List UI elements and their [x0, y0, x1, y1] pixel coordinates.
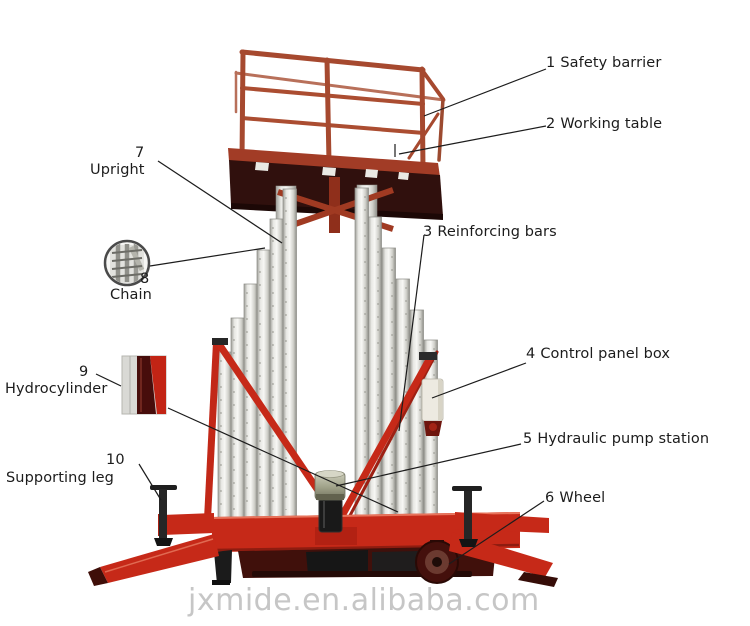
supporting-leg-right: [449, 486, 558, 587]
callout-chain: Chain: [110, 287, 152, 303]
leader-line-9a: [95, 373, 122, 387]
callout-chain-num: 8: [140, 271, 150, 287]
leader-line-2: [398, 125, 547, 155]
control-panel-box: [421, 378, 444, 436]
upright-left: [217, 188, 297, 519]
left-stabilizer-post: [204, 342, 220, 519]
leader-line-3: [398, 234, 425, 432]
leader-line-1: [423, 68, 547, 117]
chain-detail-inset: [103, 239, 151, 287]
supporting-leg-left: [88, 485, 219, 586]
leader-line-6: [448, 500, 545, 565]
leader-lines: [95, 68, 547, 565]
safety-barrier: [234, 49, 446, 173]
callout-supporting-leg: Supporting leg: [6, 470, 114, 486]
watermark: jxmide.en.alibaba.com: [188, 583, 540, 618]
callout-upright-num: 7: [135, 145, 145, 161]
leader-line-4: [431, 362, 527, 399]
reflective-stickers: [255, 162, 409, 180]
callout-upright: Upright: [90, 162, 145, 178]
leader-line-5: [335, 443, 522, 487]
callout-hydrocylinder-num: 9: [79, 364, 89, 380]
left-caster-bracket: [214, 550, 232, 584]
leader-line-8: [149, 247, 266, 267]
jack-screw-right: [452, 486, 482, 547]
callout-supporting-leg-num: 10: [106, 452, 125, 468]
callout-hydrocylinder: Hydrocylinder: [5, 381, 108, 397]
hydraulic-pump-station: [314, 470, 346, 533]
leader-line-7: [157, 160, 283, 244]
jack-screw-left: [150, 485, 177, 546]
leader-line-10: [138, 463, 162, 501]
hydrocylinder-detail-inset: [121, 355, 167, 415]
leader-line-9b: [167, 407, 399, 513]
wheel: [415, 540, 459, 584]
